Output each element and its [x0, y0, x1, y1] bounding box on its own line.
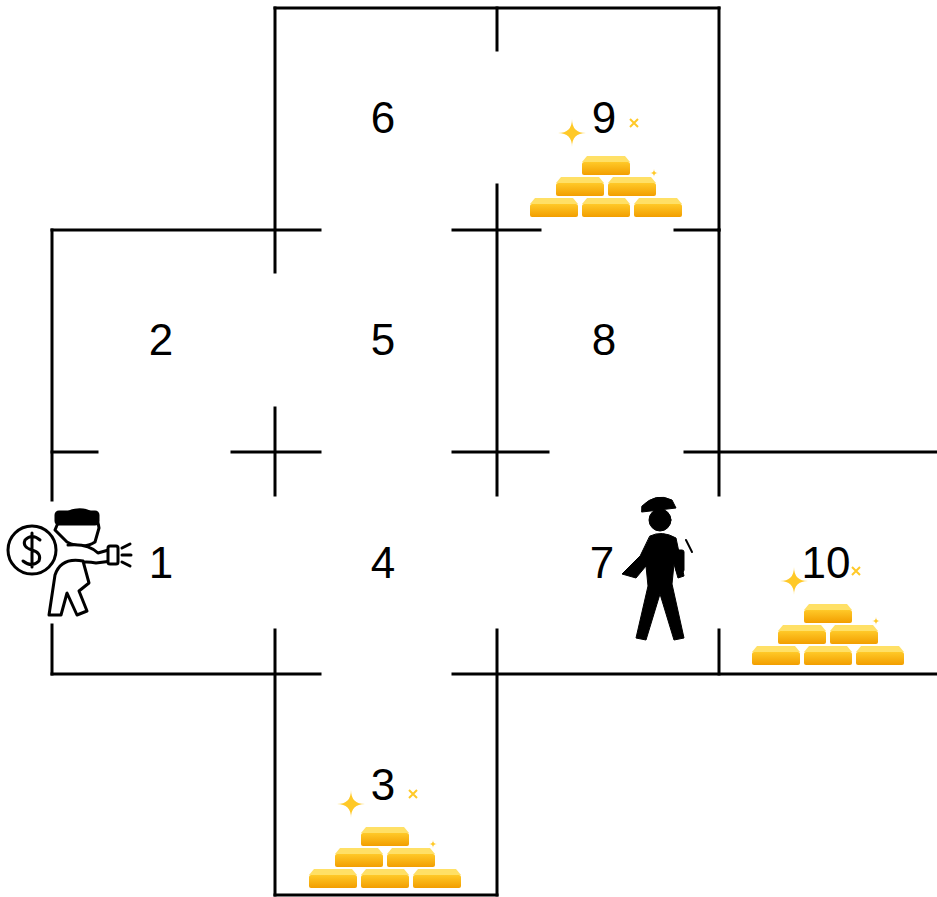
gold-bar: [634, 198, 682, 217]
gold-bar: [530, 198, 578, 217]
police-figure: [622, 497, 692, 640]
room: 4: [275, 452, 497, 674]
sparkle: [409, 790, 417, 798]
gold-bar: [778, 625, 826, 644]
gold-bar: [856, 646, 904, 665]
room: 7: [497, 452, 719, 674]
room-number: 5: [371, 318, 395, 362]
gold-bar: [556, 177, 604, 196]
gold-bar: [804, 646, 852, 665]
gold-bar: [361, 869, 409, 888]
gold-piles: [309, 119, 904, 888]
gold-bar: [608, 177, 656, 196]
room-number: 10: [802, 541, 851, 585]
sparkle: [337, 790, 365, 818]
room-number: 4: [371, 541, 395, 585]
room-number: 8: [592, 318, 616, 362]
room-number: 1: [149, 541, 173, 585]
gold-bar: [413, 869, 461, 888]
sparkle: [872, 617, 880, 625]
room-number: 2: [149, 318, 173, 362]
room: 2: [52, 230, 275, 452]
room-number: 3: [371, 763, 395, 807]
sparkle: [558, 119, 586, 147]
room-number: 9: [592, 96, 616, 140]
walls: [52, 8, 937, 895]
room-number: 6: [371, 96, 395, 140]
gold-bar: [361, 827, 409, 846]
sparkle: [650, 169, 658, 177]
gold-bar: [830, 625, 878, 644]
room: 8: [497, 230, 719, 452]
room: 3: [275, 674, 497, 896]
thief-figure: [8, 510, 131, 615]
gold-bar: [387, 848, 435, 867]
sparkle: [852, 567, 860, 575]
sparkle: [429, 840, 437, 848]
room: 6: [275, 8, 497, 230]
room: 5: [275, 230, 497, 452]
gold-bar: [335, 848, 383, 867]
gold-bar: [582, 156, 630, 175]
room: 1: [52, 452, 275, 674]
room: 10: [719, 452, 937, 674]
gold-bar: [582, 198, 630, 217]
gold-bar: [309, 869, 357, 888]
room-number: 7: [590, 541, 614, 585]
room: 9: [497, 8, 719, 230]
gold-bar: [752, 646, 800, 665]
sparkle: [630, 119, 638, 127]
gold-bar: [804, 604, 852, 623]
